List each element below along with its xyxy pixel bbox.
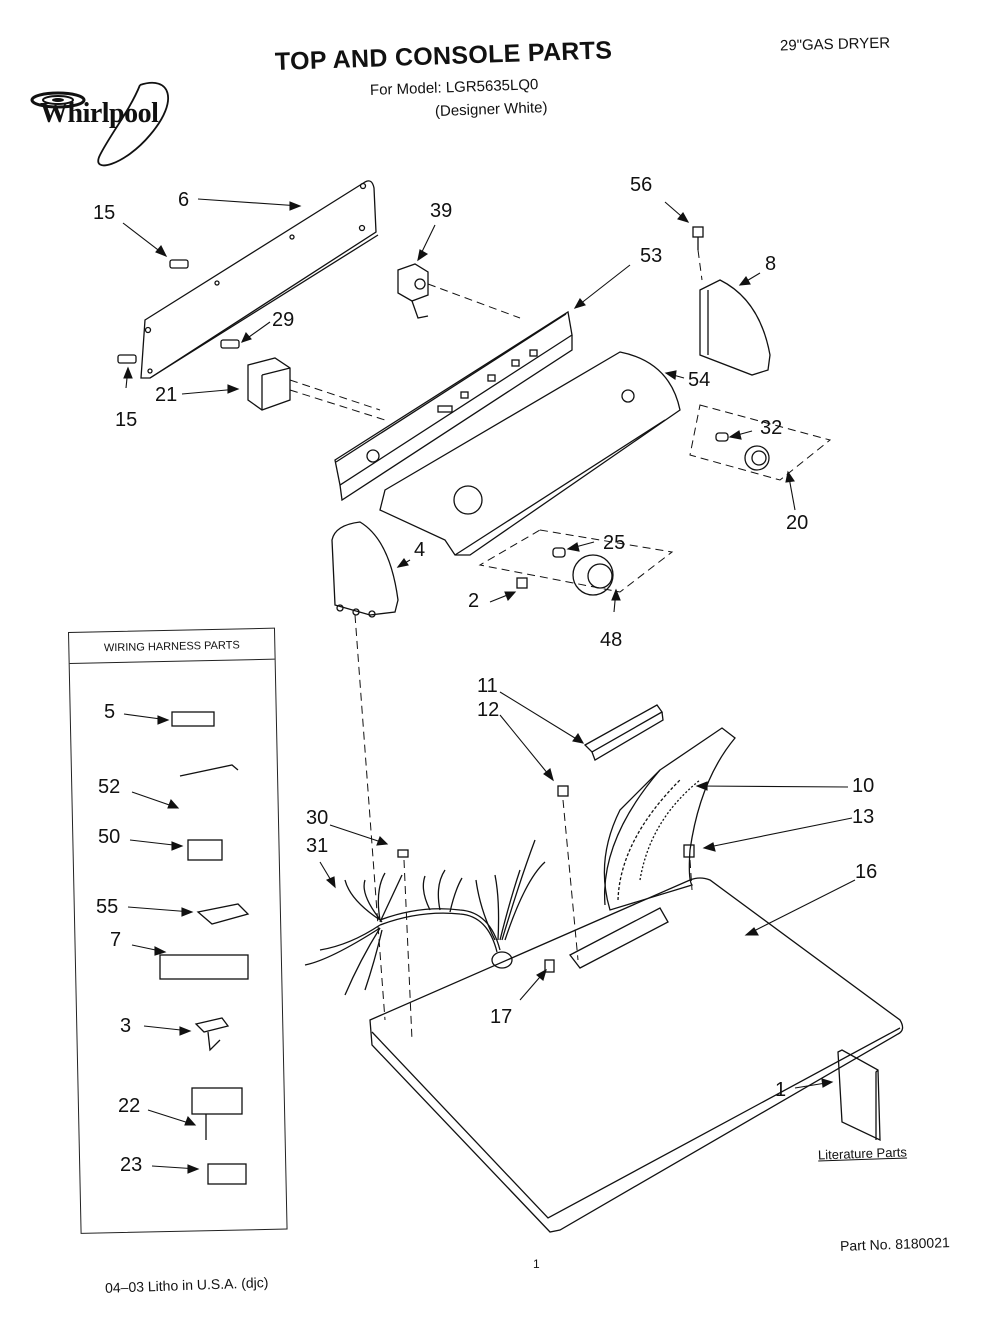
- harness-callout: 52: [98, 776, 121, 798]
- door-switch-part: [557, 704, 664, 797]
- wiring-harness-part: [304, 839, 546, 996]
- connector-part: [159, 711, 250, 1185]
- callout-11: 11: [477, 675, 498, 697]
- harness-panel-title: WIRING HARNESS PARTS: [69, 628, 275, 664]
- top-panel-part: [369, 877, 904, 1233]
- callout-17: 17: [490, 1006, 513, 1028]
- harness-callout: 3: [120, 1015, 132, 1037]
- callout-21: 21: [155, 384, 178, 406]
- callout-4: 4: [414, 539, 426, 561]
- page-number: 1: [533, 1257, 540, 1271]
- brand-wordmark: Whirlpool: [40, 98, 159, 129]
- literature-parts-label: Literature Parts: [817, 1144, 908, 1163]
- rear-panel-part: [140, 180, 379, 379]
- callout-6: 6: [178, 189, 190, 211]
- harness-callout: 7: [110, 929, 122, 951]
- harness-callout: 55: [96, 896, 119, 918]
- callout-31: 31: [306, 835, 329, 857]
- switch-part: [247, 357, 291, 411]
- callout-12: 12: [477, 699, 500, 721]
- callout-39: 39: [430, 200, 453, 222]
- callout-20: 20: [786, 512, 809, 534]
- literature-part: [837, 1049, 881, 1142]
- callout-16: 16: [855, 861, 878, 883]
- harness-callout: 5: [104, 701, 116, 723]
- callout-2: 2: [468, 590, 480, 612]
- lint-chute-part: [603, 727, 736, 911]
- harness-callout: 23: [120, 1154, 143, 1176]
- harness-callout: 22: [118, 1095, 141, 1117]
- timer-part: [397, 263, 429, 319]
- whirlpool-logo: Whirlpool: [20, 80, 200, 175]
- end-cap-left-part: [331, 521, 399, 618]
- callout-48: 48: [600, 629, 623, 651]
- wiring-harness-parts-panel: WIRING HARNESS PARTS: [68, 627, 288, 1234]
- console-part: [379, 351, 681, 556]
- callout-15: 15: [115, 409, 138, 431]
- callout-30: 30: [306, 807, 329, 829]
- callout-54: 54: [688, 369, 711, 391]
- callout-29: 29: [272, 309, 295, 331]
- callout-8: 8: [765, 253, 777, 275]
- callout-15: 15: [93, 202, 116, 224]
- callout-13: 13: [852, 806, 875, 828]
- callout-56: 56: [630, 174, 653, 196]
- harness-callout: 50: [98, 826, 121, 848]
- knob-part: [715, 432, 770, 471]
- swirl-icon: [30, 81, 169, 167]
- console-bracket-part: [334, 310, 573, 502]
- callout-1: 1: [775, 1079, 787, 1101]
- callout-25: 25: [603, 532, 626, 554]
- callout-10: 10: [852, 775, 875, 797]
- callout-53: 53: [640, 245, 663, 267]
- screw-part: [117, 259, 240, 364]
- callout-32: 32: [760, 417, 783, 439]
- screw-part: [692, 226, 704, 238]
- end-cap-right-part: [699, 279, 771, 376]
- knob-part: [516, 547, 614, 596]
